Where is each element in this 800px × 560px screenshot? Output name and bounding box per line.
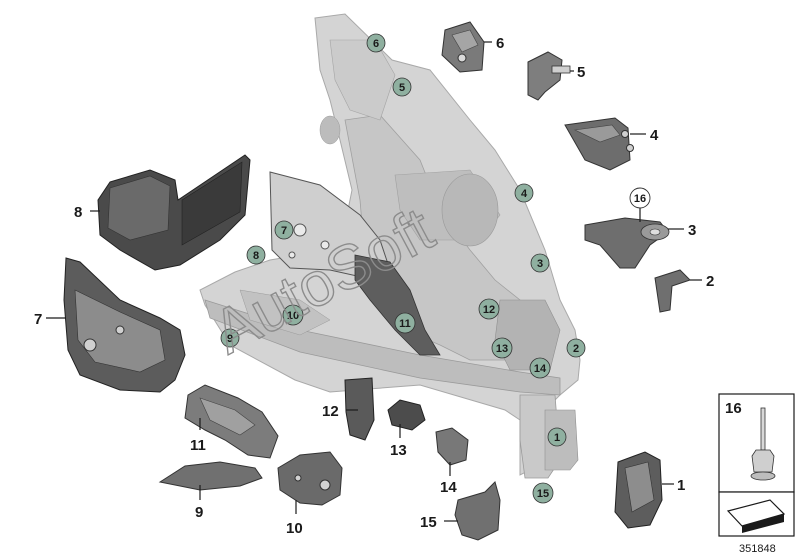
label-part-10: 10 (286, 520, 303, 537)
svg-text:7: 7 (281, 225, 287, 237)
svg-text:6: 6 (373, 38, 379, 50)
callout-9: 9 (220, 328, 240, 348)
svg-text:12: 12 (483, 304, 495, 316)
svg-text:5: 5 (399, 82, 405, 94)
part-12-clip (344, 377, 375, 441)
callout-8: 8 (246, 245, 266, 265)
rivet-icon (750, 407, 776, 481)
label-part-9: 9 (195, 504, 203, 521)
label-part-14: 14 (440, 479, 457, 496)
callout-12: 12 (478, 298, 500, 320)
part-9-strip (158, 461, 263, 491)
callout-3: 3 (530, 253, 550, 273)
part-6-bracket (441, 21, 485, 73)
wedge-symbol-icon (726, 499, 786, 533)
svg-text:13: 13 (496, 343, 508, 355)
callout-11: 11 (394, 312, 416, 334)
callout-16: 16 (629, 187, 651, 209)
svg-text:2: 2 (573, 343, 579, 355)
part-8-insulation-block (97, 154, 251, 271)
callout-14: 14 (529, 357, 551, 379)
part-2-angle-bracket (654, 269, 691, 313)
part-number-labels: 6 5 4 3 2 1 8 7 11 9 10 12 13 14 15 (34, 35, 714, 537)
label-part-12: 12 (322, 403, 339, 420)
part-4-reinforcement (564, 117, 634, 171)
svg-text:14: 14 (534, 363, 547, 375)
svg-text:15: 15 (537, 488, 549, 500)
legend-part-16-number: 16 (725, 400, 742, 417)
callout-6: 6 (366, 33, 386, 53)
legend-panel: 16 (718, 393, 795, 537)
svg-text:11: 11 (399, 318, 411, 330)
label-part-7: 7 (34, 311, 42, 328)
part-5-bolt-bracket (527, 51, 571, 101)
label-part-5: 5 (577, 64, 585, 81)
inner-wheelhouse-panel (269, 171, 441, 356)
label-part-11: 11 (190, 437, 206, 454)
label-part-3: 3 (688, 222, 696, 239)
part-7-inner-panel (63, 257, 186, 393)
callout-10: 10 (282, 304, 304, 326)
svg-text:3: 3 (537, 258, 543, 270)
diagram-number: 351848 (739, 543, 776, 555)
svg-text:16: 16 (634, 193, 646, 205)
part-10-bracket (277, 451, 343, 506)
part-3-bracket (584, 217, 670, 269)
callout-5: 5 (392, 77, 412, 97)
callout-13: 13 (491, 337, 513, 359)
label-part-15: 15 (420, 514, 437, 531)
part-14-bracket (435, 427, 469, 466)
label-part-2: 2 (706, 273, 714, 290)
svg-text:8: 8 (253, 250, 259, 262)
label-part-8: 8 (74, 204, 82, 221)
callout-2: 2 (566, 338, 586, 358)
label-part-4: 4 (650, 127, 659, 144)
callouts: 6 5 4 16 3 7 8 10 (220, 33, 651, 504)
svg-text:1: 1 (554, 432, 560, 444)
label-part-13: 13 (390, 442, 407, 459)
part-13-block (387, 399, 426, 431)
callout-4: 4 (514, 183, 534, 203)
svg-text:9: 9 (227, 333, 233, 345)
callout-1: 1 (547, 427, 567, 447)
callout-7: 7 (274, 220, 294, 240)
part-11-plate (184, 384, 279, 459)
label-part-6: 6 (496, 35, 504, 52)
svg-text:4: 4 (521, 188, 528, 200)
svg-text:10: 10 (287, 310, 299, 322)
part-1-housing (614, 451, 663, 529)
callout-15: 15 (532, 482, 554, 504)
label-part-1: 1 (677, 477, 685, 494)
part-15-bracket (454, 481, 501, 541)
